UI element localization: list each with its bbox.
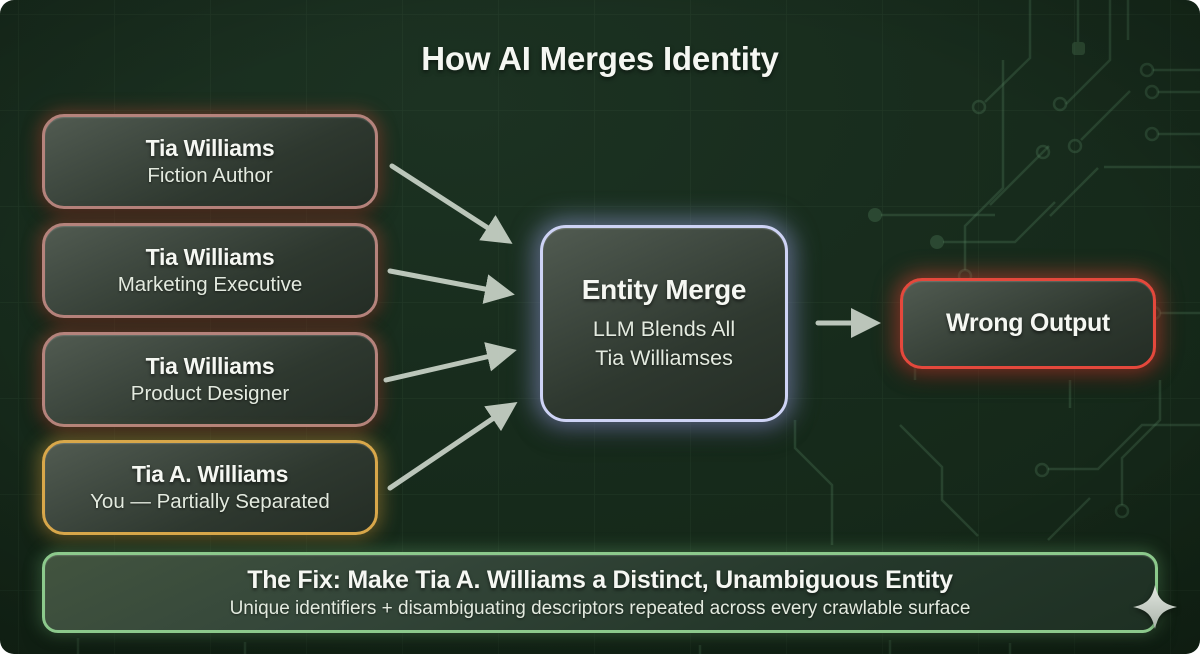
arrow-product-designer-to-merge (383, 342, 517, 383)
entity-merge-title: Entity Merge (581, 273, 747, 305)
identity-card-marketing-executive: Tia Williams Marketing Executive (42, 223, 378, 318)
identity-name: Tia Williams (145, 134, 275, 161)
identity-name: Tia Williams (145, 243, 275, 270)
arrow-marketing-executive-to-merge (387, 268, 515, 304)
identity-role: Marketing Executive (117, 273, 303, 297)
fix-subtitle: Unique identifiers + disambiguating desc… (229, 597, 971, 619)
entity-merge-node: Entity Merge LLM Blends All Tia Williams… (540, 225, 788, 422)
identity-name: Tia A. Williams (131, 460, 289, 487)
arrow-fiction-author-to-merge (389, 163, 513, 244)
identity-card-fiction-author: Tia Williams Fiction Author (42, 114, 378, 209)
identity-card-you: Tia A. Williams You — Partially Separate… (42, 440, 378, 535)
wrong-output-label: Wrong Output (946, 309, 1110, 337)
fix-banner: The Fix: Make Tia A. Williams a Distinct… (42, 552, 1158, 633)
identity-card-product-designer: Tia Williams Product Designer (42, 332, 378, 427)
wrong-output-node: Wrong Output (900, 278, 1156, 369)
identity-role: You — Partially Separated (90, 490, 330, 514)
identity-role: Fiction Author (147, 164, 273, 188)
arrow-you-to-merge (387, 401, 518, 491)
page-title: How AI Merges Identity (421, 40, 779, 77)
entity-merge-subtitle-line2: Tia Williamses (595, 346, 733, 370)
entity-merge-subtitle-line1: LLM Blends All (592, 316, 736, 341)
sparkle-icon (1133, 585, 1177, 629)
identity-role: Product Designer (130, 382, 290, 406)
identity-name: Tia Williams (145, 352, 275, 379)
fix-title: The Fix: Make Tia A. Williams a Distinct… (247, 565, 953, 594)
